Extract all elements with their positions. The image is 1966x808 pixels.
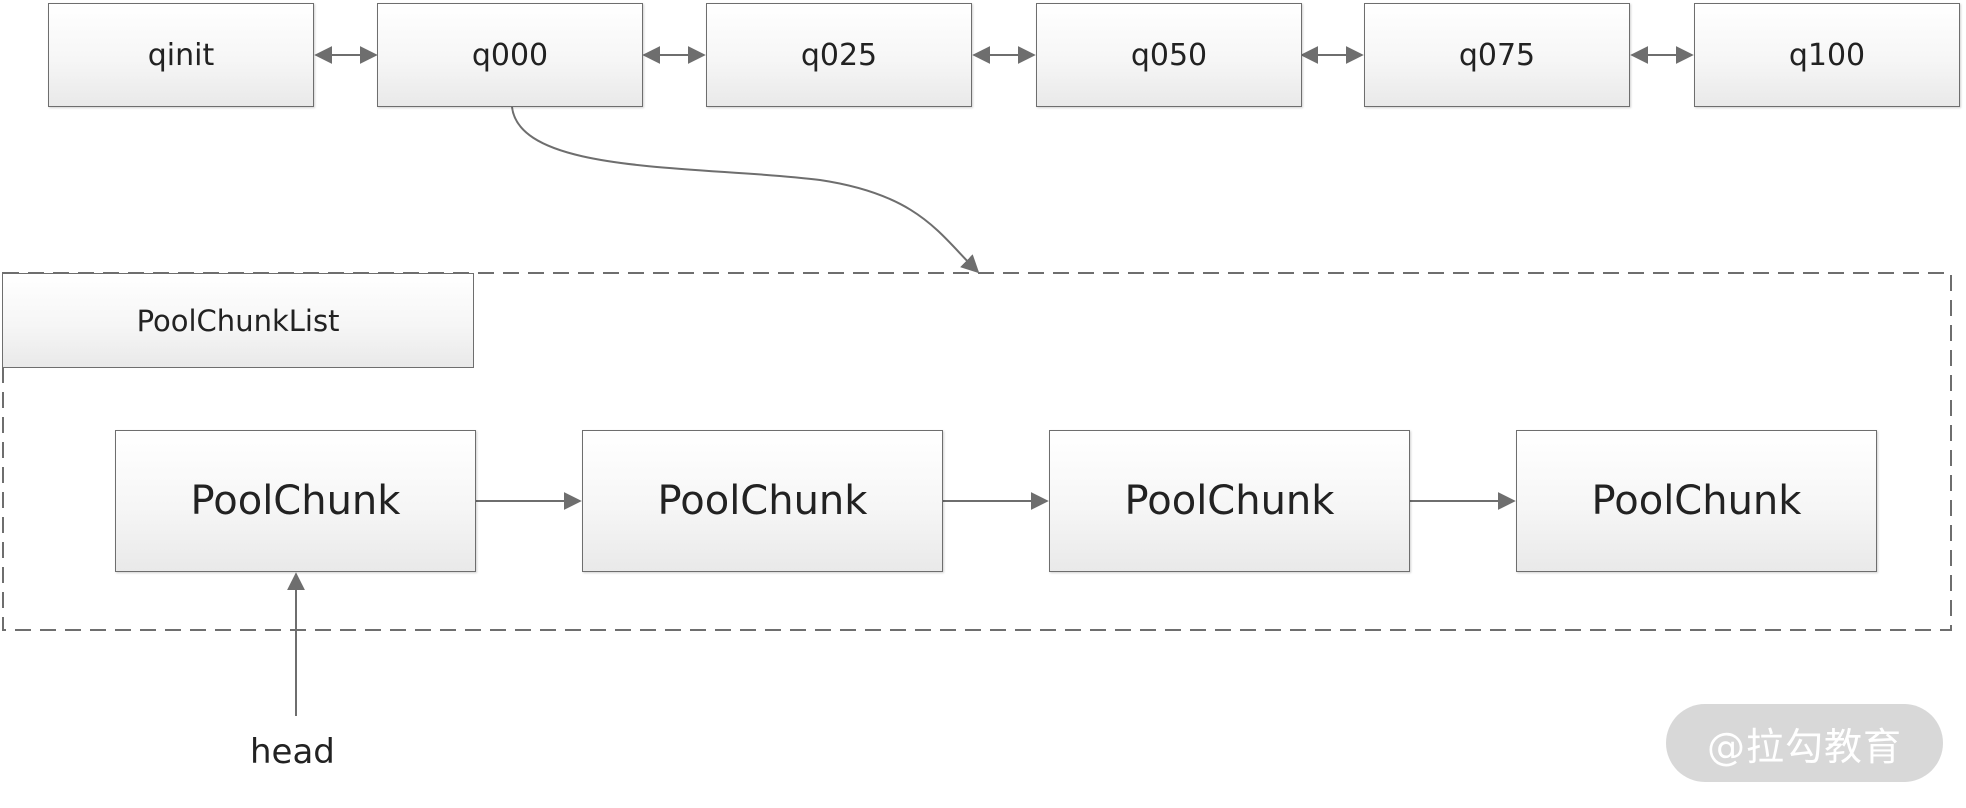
- pool-chunk-4: PoolChunk: [1516, 430, 1877, 572]
- q000-to-list-arrow: [511, 106, 980, 274]
- pool-chunk-list-container: [2, 272, 1952, 631]
- watermark-badge: @拉勾教育: [1666, 704, 1943, 782]
- queue-qinit: qinit: [48, 3, 314, 107]
- pool-chunk-3: PoolChunk: [1049, 430, 1410, 572]
- pool-chunk-2: PoolChunk: [582, 430, 943, 572]
- queue-q025: q025: [706, 3, 972, 107]
- queue-q100: q100: [1694, 3, 1960, 107]
- queue-q075: q075: [1364, 3, 1630, 107]
- pool-chunk-1: PoolChunk: [115, 430, 476, 572]
- pool-chunk-list-title: PoolChunkList: [2, 273, 474, 368]
- queue-q050: q050: [1036, 3, 1302, 107]
- queue-q000: q000: [377, 3, 643, 107]
- head-label: head: [250, 732, 335, 772]
